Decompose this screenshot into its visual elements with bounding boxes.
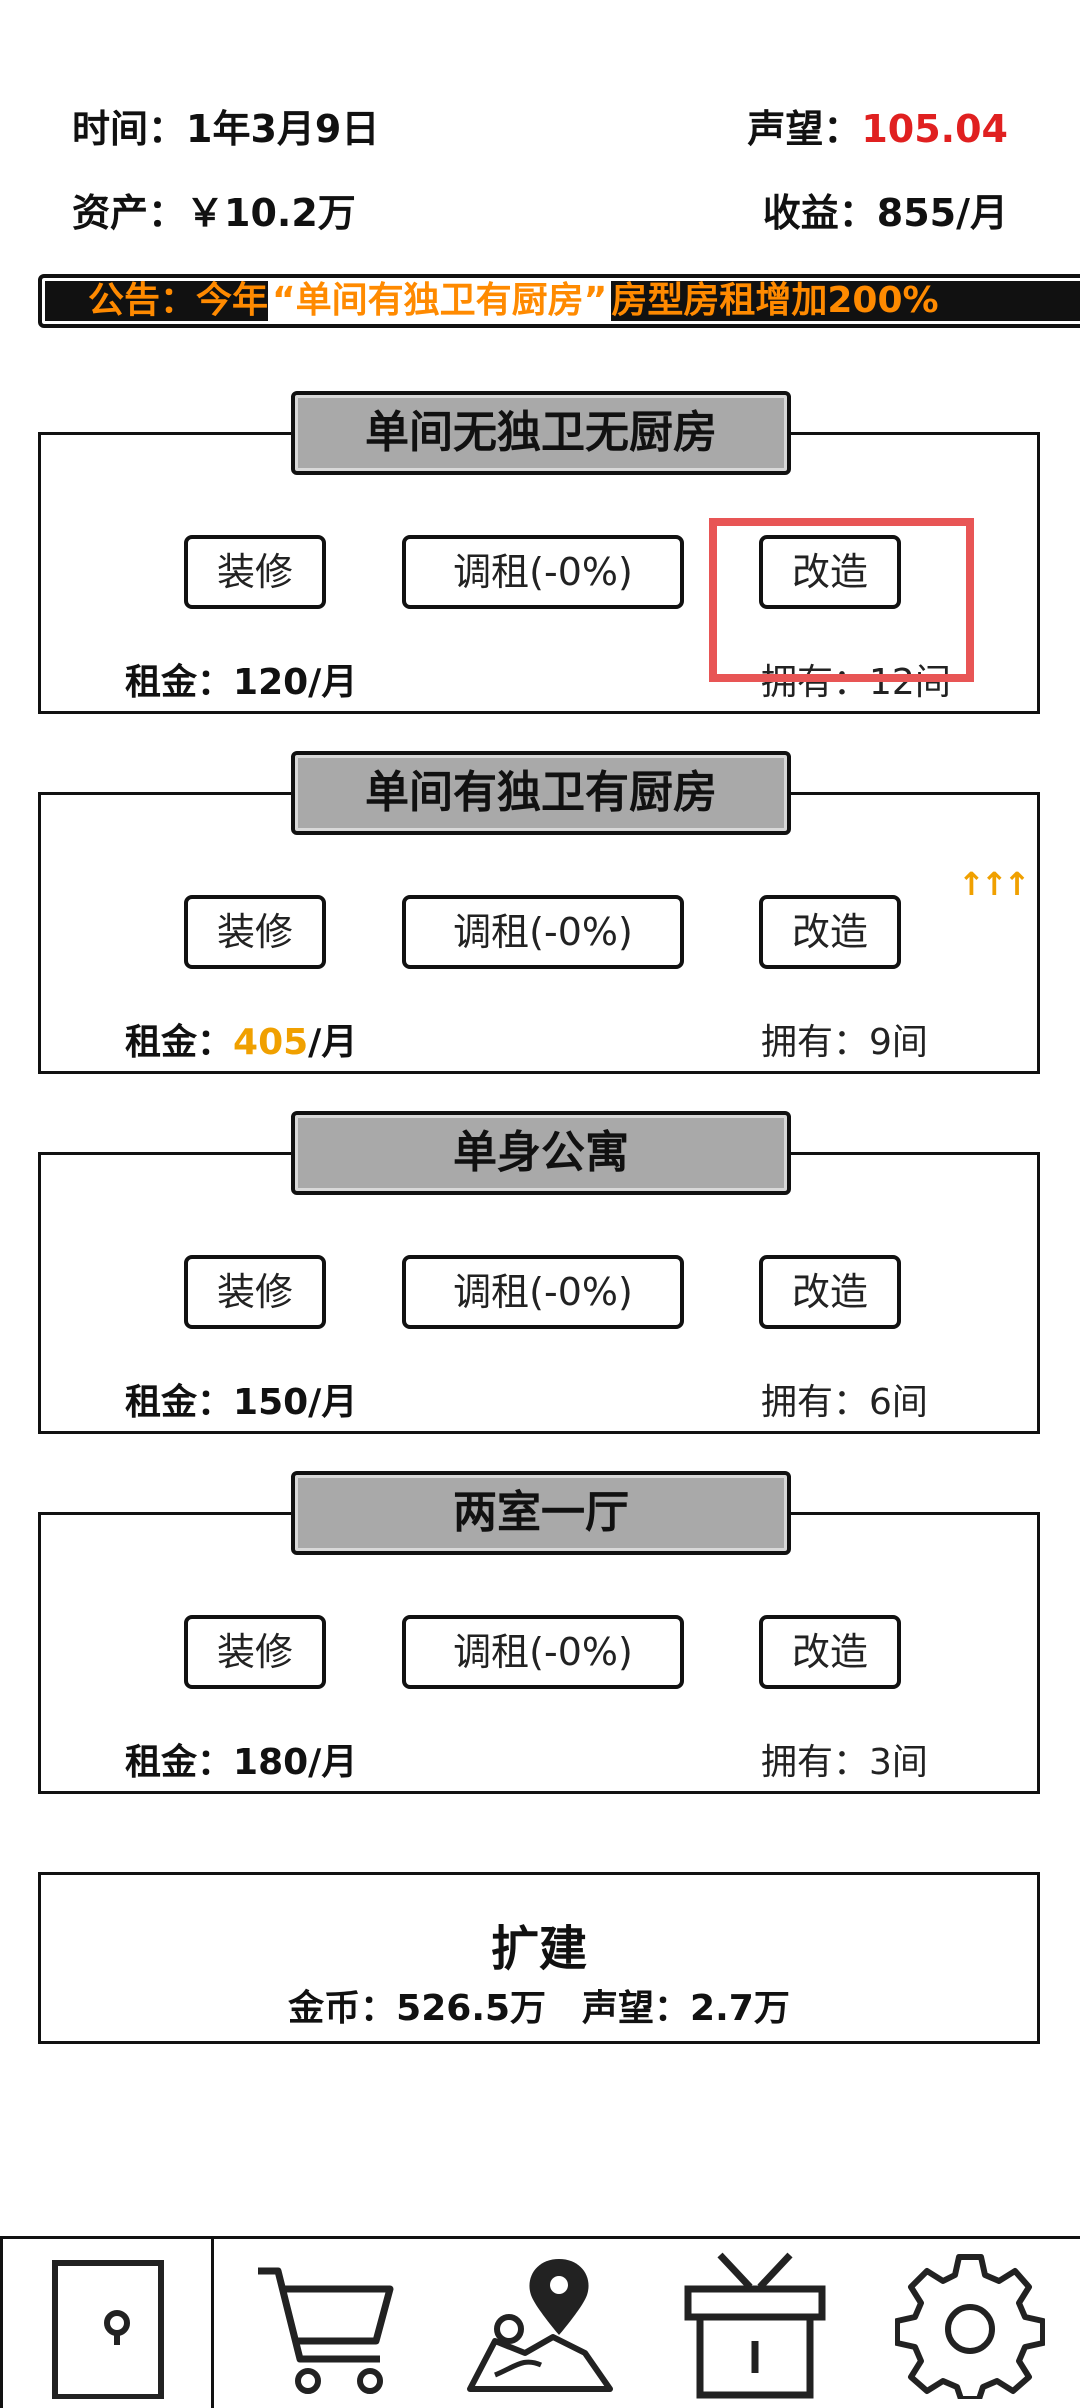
rent-boost-arrows-icon: ↑↑↑ [958,865,1030,903]
renovate-button[interactable]: 改造 [759,895,901,969]
room-title: 单间无独卫无厨房 [291,391,791,475]
rent-display: 租金：120/月 [125,653,357,705]
room-card: 两室一厅 装修 调租(-0%) 改造 租金：180/月 拥有：3间 [38,1471,1040,1794]
own-value: 9间 [869,1022,928,1063]
time-label: 时间： [72,107,187,151]
rent-unit: /月 [308,1022,358,1063]
rent-value: 150 [233,1382,309,1423]
own-label: 拥有： [761,1022,870,1063]
room-title: 单身公寓 [291,1111,791,1195]
door-icon [52,2260,164,2399]
bottom-nav [0,2236,1080,2408]
assets-display: 资产：￥10.2万 [72,182,356,237]
cart-icon[interactable] [250,2249,400,2399]
decorate-button[interactable]: 装修 [184,1615,326,1689]
rent-value: 120 [233,662,309,703]
own-display: 拥有：9间 [761,1013,928,1065]
fame-value: 105.04 [861,107,1008,151]
fame-display: 声望：105.04 [747,98,1008,153]
rent-value: 405 [233,1022,309,1063]
gear-icon[interactable] [895,2249,1045,2399]
own-display: 拥有：6间 [761,1373,928,1425]
highlight-box [709,518,974,682]
room-card: 单间有独卫有厨房 ↑↑↑ 装修 调租(-0%) 改造 租金：405/月 拥有：9… [38,751,1040,1074]
own-label: 拥有： [761,662,870,703]
expand-button[interactable]: 扩建 金币：526.5万 声望：2.7万 [38,1872,1040,2044]
time-value: 1年3月9日 [186,107,380,151]
assets-value: ￥10.2万 [186,191,356,235]
notice-banner: 公告：今年“单间有独卫有厨房”房型房租增加200% [38,274,1080,328]
income-display: 收益：855/月 [763,182,1008,237]
room-title: 单间有独卫有厨房 [291,751,791,835]
adjust-rent-button[interactable]: 调租(-0%) [402,1615,684,1689]
room-card: 单间无独卫无厨房 装修 调租(-0%) 改造 租金：120/月 拥有：12间 [38,391,1040,714]
adjust-rent-button[interactable]: 调租(-0%) [402,895,684,969]
renovate-button[interactable]: 改造 [759,1255,901,1329]
rent-label: 租金： [125,1382,234,1423]
fame-label: 声望： [747,107,862,151]
room-title: 两室一厅 [291,1471,791,1555]
rent-unit: /月 [308,1742,358,1783]
time-display: 时间：1年3月9日 [72,98,379,153]
adjust-rent-button[interactable]: 调租(-0%) [402,1255,684,1329]
income-label: 收益： [762,191,877,235]
rent-display: 租金：150/月 [125,1373,357,1425]
rent-value: 180 [233,1742,309,1783]
own-display: 拥有：12间 [761,653,951,705]
nav-tab-home[interactable] [0,2239,214,2408]
own-label: 拥有： [761,1742,870,1783]
decorate-button[interactable]: 装修 [184,895,326,969]
rent-unit: /月 [308,1382,358,1423]
rent-label: 租金： [125,1742,234,1783]
rent-label: 租金： [125,662,234,703]
assets-label: 资产： [72,191,187,235]
decorate-button[interactable]: 装修 [184,535,326,609]
notice-suffix: 房型房租增加200% [611,280,939,321]
rent-unit: /月 [308,662,358,703]
rent-display: 租金：405/月 [125,1013,357,1065]
notice-highlight: “单间有独卫有厨房” [268,280,612,321]
renovate-button[interactable]: 改造 [759,1615,901,1689]
own-value: 3间 [869,1742,928,1783]
renovate-button[interactable]: 改造 [759,535,901,609]
notice-prefix: 公告：今年 [88,280,269,321]
room-card: 单身公寓 装修 调租(-0%) 改造 租金：150/月 拥有：6间 [38,1111,1040,1434]
rent-label: 租金： [125,1022,234,1063]
own-value: 12间 [869,662,951,703]
adjust-rent-button[interactable]: 调租(-0%) [402,535,684,609]
own-label: 拥有： [761,1382,870,1423]
rent-display: 租金：180/月 [125,1733,357,1785]
map-icon[interactable] [465,2249,615,2399]
income-value: 855/月 [876,191,1008,235]
expand-title: 扩建 [490,1921,587,1977]
own-value: 6间 [869,1382,928,1423]
expand-cost: 金币：526.5万 声望：2.7万 [288,1988,790,2029]
own-display: 拥有：3间 [761,1733,928,1785]
gift-box-icon[interactable] [680,2249,830,2399]
decorate-button[interactable]: 装修 [184,1255,326,1329]
